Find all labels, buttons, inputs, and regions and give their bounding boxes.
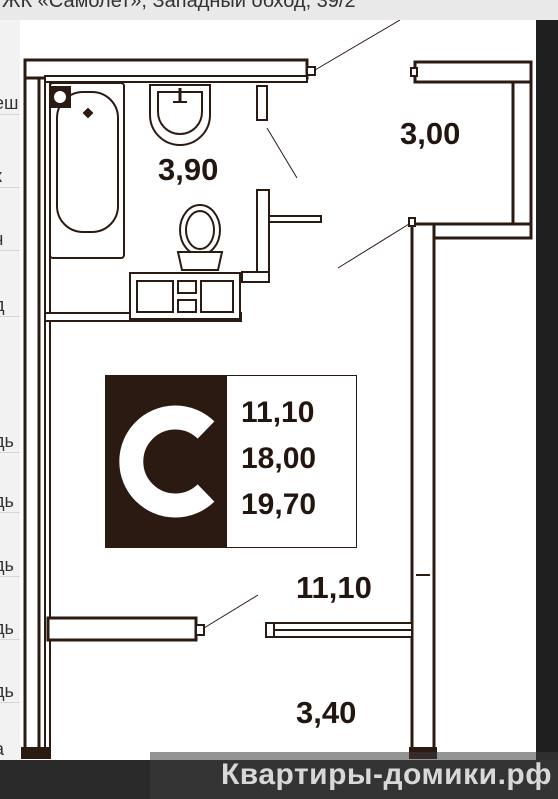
side-row: еш bbox=[0, 92, 20, 115]
side-row: дь bbox=[0, 430, 20, 453]
bathroom-door-jamb bbox=[256, 85, 268, 121]
bathroom-partition-foot bbox=[241, 271, 270, 283]
bathtub-inner bbox=[56, 91, 119, 233]
entry-door-stop bbox=[306, 66, 316, 76]
side-row: а bbox=[0, 738, 20, 760]
page-header-text: ЖК «Самолет», Западный обход, 39/2 bbox=[2, 0, 356, 12]
area-total: 18,00 bbox=[241, 442, 317, 475]
floor-plan-drawing bbox=[21, 20, 533, 759]
wall-left bbox=[23, 63, 41, 755]
balcony-door-swing bbox=[203, 594, 259, 629]
apartment-type-badge bbox=[105, 375, 227, 548]
entry-door-stop-right bbox=[410, 67, 418, 77]
bathroom-partition bbox=[256, 189, 270, 281]
room-label-balcony: 3,40 bbox=[296, 695, 357, 730]
room-label-bathroom: 3,90 bbox=[158, 152, 219, 187]
studio-letter-icon bbox=[119, 405, 215, 518]
watermark-bar bbox=[150, 752, 558, 799]
room-label-living: 11,10 bbox=[296, 570, 372, 605]
wall-right-step bbox=[428, 222, 533, 240]
vanity-drawer-bottom bbox=[177, 299, 197, 313]
balcony-wall bbox=[46, 616, 198, 642]
side-row: дь bbox=[0, 680, 20, 703]
entry-door-swing bbox=[314, 20, 401, 71]
toilet-bowl-inner bbox=[185, 210, 215, 250]
balcony-wall-stop bbox=[195, 624, 205, 636]
vanity-door-left bbox=[136, 280, 174, 313]
balcony-window-stop bbox=[265, 622, 275, 638]
bathroom-door-leaf bbox=[268, 215, 322, 223]
hall-door-stop bbox=[408, 217, 416, 227]
side-row: дь bbox=[0, 617, 20, 640]
side-row: ч bbox=[0, 228, 20, 251]
area-living: 11,10 bbox=[241, 396, 315, 429]
bathtub-drain bbox=[54, 91, 66, 103]
vanity-drawer-top bbox=[177, 280, 197, 294]
area-with-balcony: 19,70 bbox=[241, 488, 317, 521]
wall-top-left-inner bbox=[44, 75, 308, 83]
floor-plan-sheet: 3,90 3,00 11,10 3,40 11,10 18,00 19,70 bbox=[20, 20, 536, 760]
wall-right-upper bbox=[511, 80, 533, 240]
vanity-door-right bbox=[200, 280, 234, 313]
wall-right-lower bbox=[410, 222, 436, 755]
page-header: ЖК «Самолет», Западный обход, 39/2 bbox=[0, 0, 558, 20]
room-label-hall: 3,00 bbox=[400, 116, 461, 151]
hall-door-swing bbox=[337, 223, 410, 269]
side-row: д bbox=[0, 294, 20, 317]
toilet-tank bbox=[176, 251, 224, 271]
side-row: дь bbox=[0, 554, 20, 577]
area-summary-frame: 11,10 18,00 19,70 bbox=[227, 375, 357, 548]
bathroom-door-swing bbox=[266, 127, 298, 179]
side-row: дь bbox=[0, 490, 20, 513]
site-watermark: Квартиры-домики.рф bbox=[220, 758, 552, 791]
side-column: еш к ч д дь дь дь дь дь а bbox=[0, 20, 20, 760]
wall-top-right bbox=[413, 60, 533, 84]
sink-basin bbox=[157, 91, 203, 135]
bathtub-faucet bbox=[82, 107, 94, 119]
side-row: к bbox=[0, 165, 20, 188]
corner-block-left bbox=[21, 747, 51, 759]
